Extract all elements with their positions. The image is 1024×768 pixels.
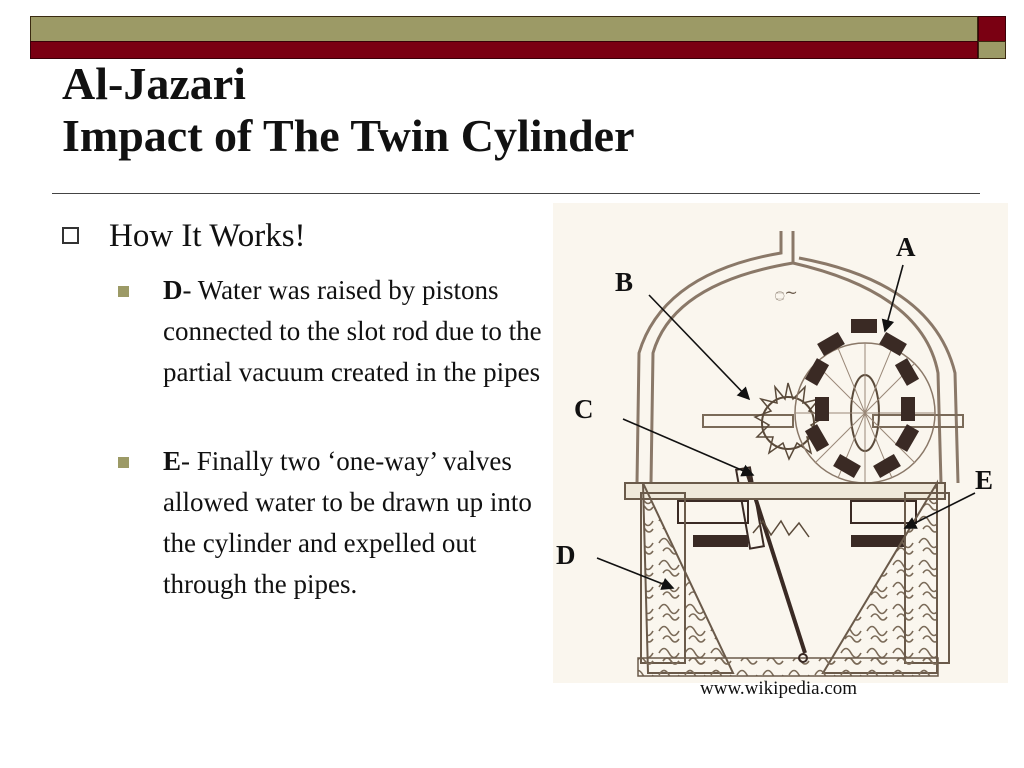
- twin-cylinder-diagram: ۝~: [553, 203, 1008, 683]
- hollow-square-bullet-icon: [62, 226, 79, 244]
- bullet-letter-e: E: [163, 446, 182, 476]
- title-line-1: Al-Jazari: [62, 58, 246, 109]
- bullet-text: How It Works!: [109, 218, 306, 254]
- header-bar-olive: [30, 16, 978, 41]
- image-credit: www.wikipedia.com: [700, 678, 858, 699]
- diagram-label-c: C: [574, 394, 594, 424]
- diagram-label-d: D: [556, 540, 576, 570]
- bullet-d-text: - Water was raised by pistons connected …: [163, 275, 542, 387]
- corner-square-maroon: [978, 16, 1006, 42]
- title-line-2: Impact of The Twin Cylinder: [62, 110, 635, 161]
- bullet-e-text: - Finally two ‘one-way’ valves allowed w…: [163, 446, 532, 599]
- bullet-letter-d: D: [163, 275, 183, 305]
- diagram-label-e: E: [975, 465, 994, 495]
- square-bullet-icon: [118, 286, 129, 297]
- bullet-how-it-works: How It Works!: [62, 218, 306, 255]
- diagram-label-a: A: [896, 232, 916, 262]
- corner-square-olive: [978, 41, 1006, 59]
- diagram-label-b: B: [615, 267, 634, 297]
- svg-text:۝~: ۝~: [775, 283, 798, 302]
- diagram-drawing: ۝~: [596, 231, 976, 677]
- sub-bullet-d: D- Water was raised by pistons connected…: [118, 270, 558, 393]
- title-divider: [52, 193, 980, 194]
- slide-title: Al-Jazari Impact of The Twin Cylinder: [62, 58, 635, 162]
- header-bar-maroon: [30, 41, 978, 59]
- square-bullet-icon: [118, 457, 129, 468]
- sub-bullet-e: E- Finally two ‘one-way’ valves allowed …: [118, 441, 558, 605]
